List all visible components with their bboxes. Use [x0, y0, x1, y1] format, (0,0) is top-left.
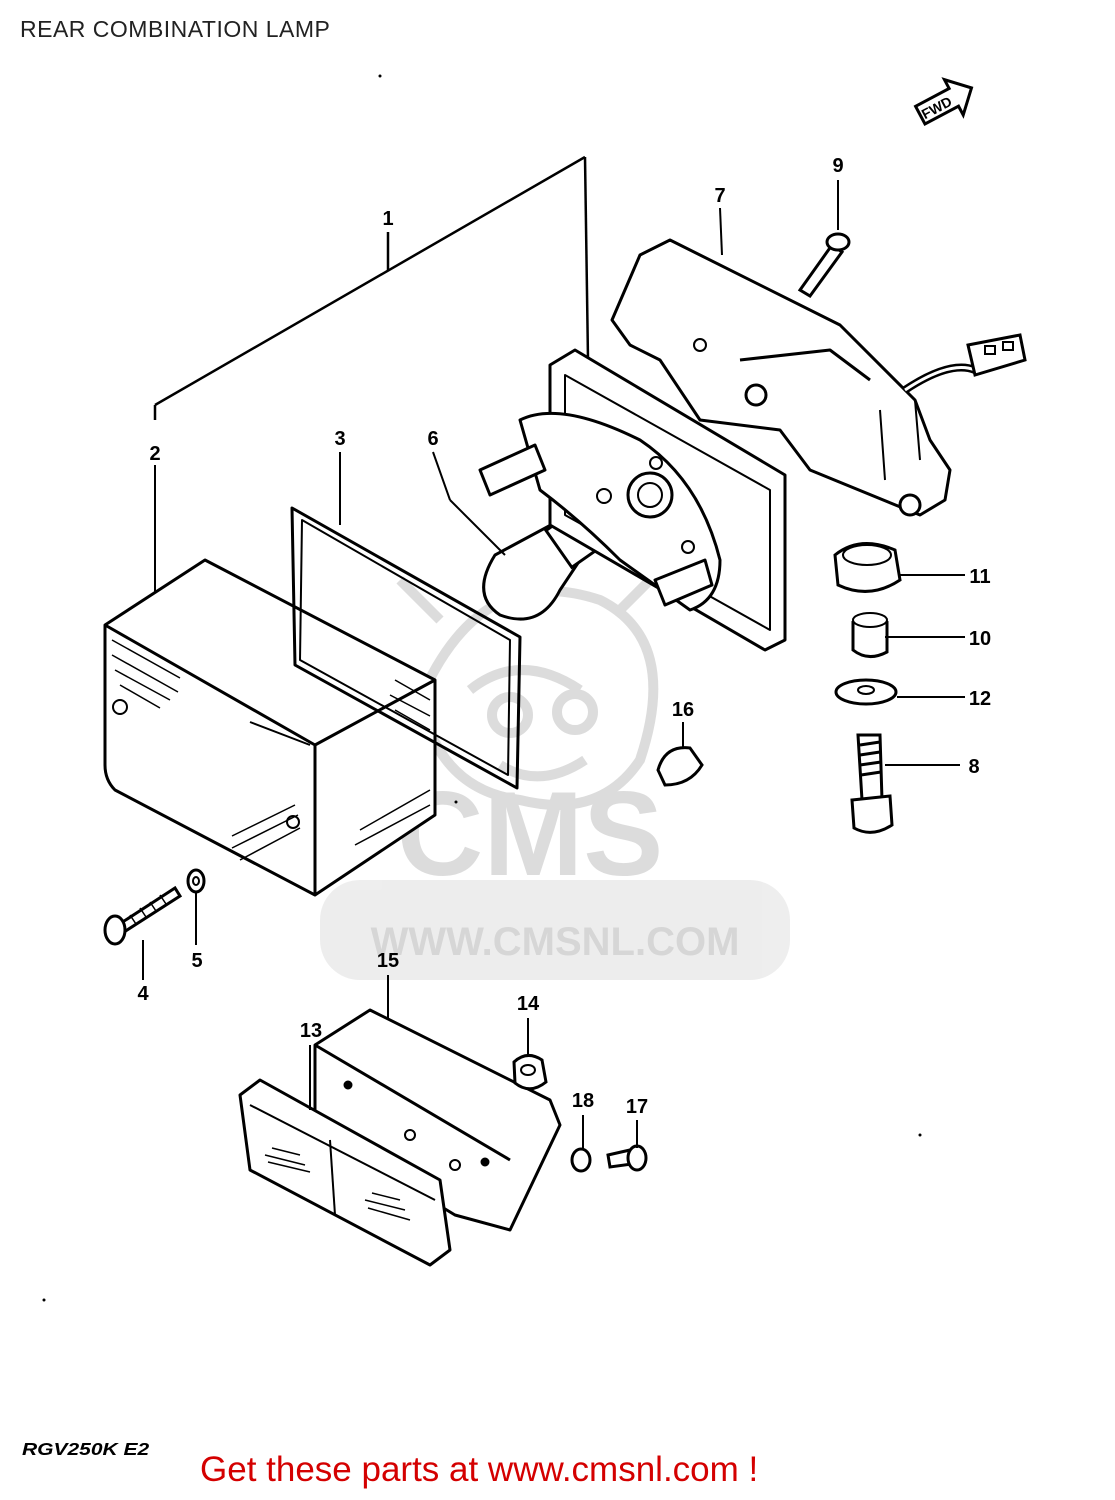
collar-10 — [851, 612, 889, 658]
screw-17 — [606, 1144, 648, 1172]
washer-12 — [834, 678, 898, 706]
assembly-bracket-lines — [153, 155, 590, 420]
callout-5: 5 — [191, 950, 202, 972]
callout-6: 6 — [427, 428, 438, 450]
model-code: RGV250K E2 — [22, 1439, 150, 1460]
callout-2: 2 — [149, 443, 160, 465]
callout-16: 16 — [672, 699, 694, 721]
gasket — [290, 506, 522, 790]
callout-7: 7 — [714, 185, 725, 207]
callout-11: 11 — [969, 566, 990, 588]
callout-12: 12 — [969, 688, 991, 710]
callout-labels: 1 2 3 4 5 6 7 8 9 10 11 12 13 14 15 16 1… — [137, 155, 991, 1118]
washer-18 — [570, 1147, 592, 1173]
callout-8: 8 — [968, 756, 979, 778]
callout-10: 10 — [969, 628, 991, 650]
callout-9: 9 — [832, 155, 843, 177]
bolt-8 — [850, 733, 894, 834]
reflector-cells — [264, 1147, 411, 1221]
grommet-16 — [656, 746, 704, 787]
mounting-bracket — [610, 238, 977, 517]
scan-specks — [42, 74, 922, 1302]
front-arrow-icon: FWD — [913, 77, 974, 127]
lens — [103, 558, 437, 897]
watermark-url: WWW.CMSNL.COM — [371, 920, 740, 964]
grommet-11 — [833, 542, 902, 593]
callout-15: 15 — [377, 950, 399, 972]
cms-watermark: CMS WWW.CMSNL.COM — [320, 566, 790, 980]
callout-18: 18 — [572, 1090, 594, 1112]
cmsnl-parts-link[interactable]: Get these parts at www.cmsnl.com ! — [200, 1450, 759, 1489]
callout-17: 17 — [626, 1096, 648, 1118]
callout-4: 4 — [137, 983, 149, 1005]
washer-5 — [186, 868, 206, 894]
wire-connector — [966, 333, 1027, 377]
callout-3: 3 — [334, 428, 345, 450]
reflector-13 — [238, 1078, 452, 1267]
callout-1: 1 — [382, 208, 393, 230]
callout-14: 14 — [517, 993, 540, 1015]
watermark-brand: CMS — [397, 767, 664, 901]
screw-4 — [103, 885, 183, 946]
lamp-housing — [478, 348, 787, 652]
grommet-14 — [512, 1054, 548, 1091]
screw-9 — [797, 232, 851, 298]
page-title: REAR COMBINATION LAMP — [20, 16, 331, 42]
leader-lines — [142, 180, 965, 1150]
callout-13: 13 — [300, 1020, 322, 1042]
